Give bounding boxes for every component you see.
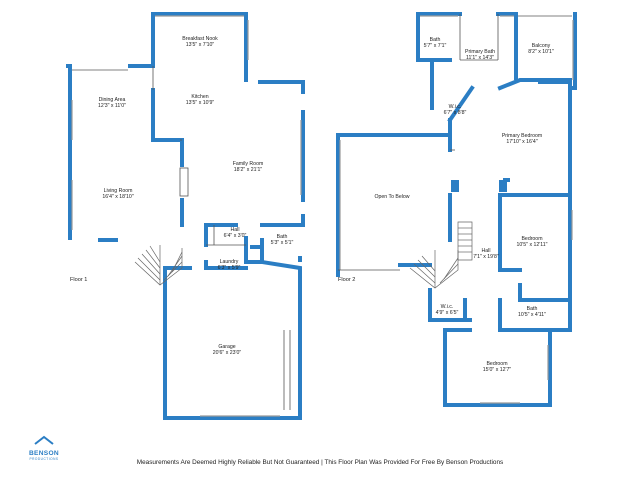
disclaimer-footer: Measurements Are Deemed Highly Reliable … (136, 459, 504, 466)
room-label-laundry: Laundry (220, 259, 239, 265)
floor-1-plan (66, 12, 305, 420)
room-label-breakfast-nook: Breakfast Nook (182, 36, 218, 42)
room-dims-dining-area: 12'3" x 11'0" (98, 103, 126, 109)
room-label-primary-bath: Primary Bath (465, 49, 495, 55)
room-dims-breakfast-nook: 13'5" x 7'10" (186, 42, 215, 48)
room-label-hall: Hall (231, 227, 240, 233)
house-roof-icon (34, 435, 54, 445)
room-dims-laundry: 6'3" x 5'9" (218, 265, 241, 271)
room-label-bath-floor-1: Bath (277, 234, 288, 240)
room-label-bedroom-east: Bedroom (521, 236, 542, 242)
room-dims-hall-floor-2: 7'1" x 19'8" (473, 254, 499, 260)
room-dims-garage: 20'6" x 23'0" (213, 350, 242, 356)
room-label-kitchen: Kitchen (191, 94, 208, 100)
room-label-bath-upper-left: Bath (430, 37, 441, 43)
room-dims-bedroom-south: 15'0" x 12'7" (483, 367, 512, 373)
room-label-open-to-below: Open To Below (374, 194, 409, 200)
room-dims-bath-floor-2: 10'5" x 4'11" (518, 312, 546, 318)
room-dims-hall: 6'4" x 3'0" (224, 233, 247, 239)
logo-subtext: PRODUCTIONS (29, 457, 59, 461)
benson-logo: BENSON PRODUCTIONS (22, 432, 66, 461)
room-dims-living-room: 16'4" x 18'10" (102, 194, 133, 200)
room-label-wic-primary: W.i.c. (449, 104, 462, 110)
room-label-hall-floor-2: Hall (482, 248, 491, 254)
room-label-wic-small: W.i.c. (441, 304, 454, 310)
room-dims-bedroom-east: 10'5" x 12'11" (517, 242, 548, 248)
room-label-family-room: Family Room (233, 161, 264, 167)
floor-2-stairs (409, 221, 473, 289)
room-dims-kitchen: 13'5" x 10'9" (186, 100, 215, 106)
room-dims-wic-primary: 6'7" x 8'8" (444, 110, 467, 116)
room-dims-primary-bath: 11'1" x 14'3" (466, 55, 494, 61)
room-dims-primary-bedroom: 17'10" x 16'4" (506, 139, 537, 145)
floor-1-stairs (134, 245, 183, 286)
floor-2-plan (336, 12, 577, 407)
room-dims-balcony: 8'2" x 10'1" (528, 49, 554, 55)
room-label-dining-area: Dining Area (99, 97, 126, 103)
floor-2-label: Floor 2 (338, 277, 355, 283)
room-dims-bath-floor-1: 5'3" x 5'1" (271, 240, 294, 246)
floor-1-label: Floor 1 (70, 277, 87, 283)
room-label-bath-floor-2: Bath (527, 306, 538, 312)
room-dims-wic-small: 4'9" x 6'5" (436, 310, 459, 316)
room-label-primary-bedroom: Primary Bedroom (502, 133, 542, 139)
room-dims-family-room: 18'2" x 21'1" (234, 167, 263, 173)
room-label-garage: Garage (218, 344, 235, 350)
logo-wordmark: BENSON (28, 450, 59, 457)
room-label-living-room: Living Room (104, 188, 133, 194)
room-label-balcony: Balcony (532, 43, 551, 49)
room-label-bedroom-south: Bedroom (486, 361, 507, 367)
room-dims-bath-upper-left: 5'7" x 7'1" (424, 43, 447, 49)
